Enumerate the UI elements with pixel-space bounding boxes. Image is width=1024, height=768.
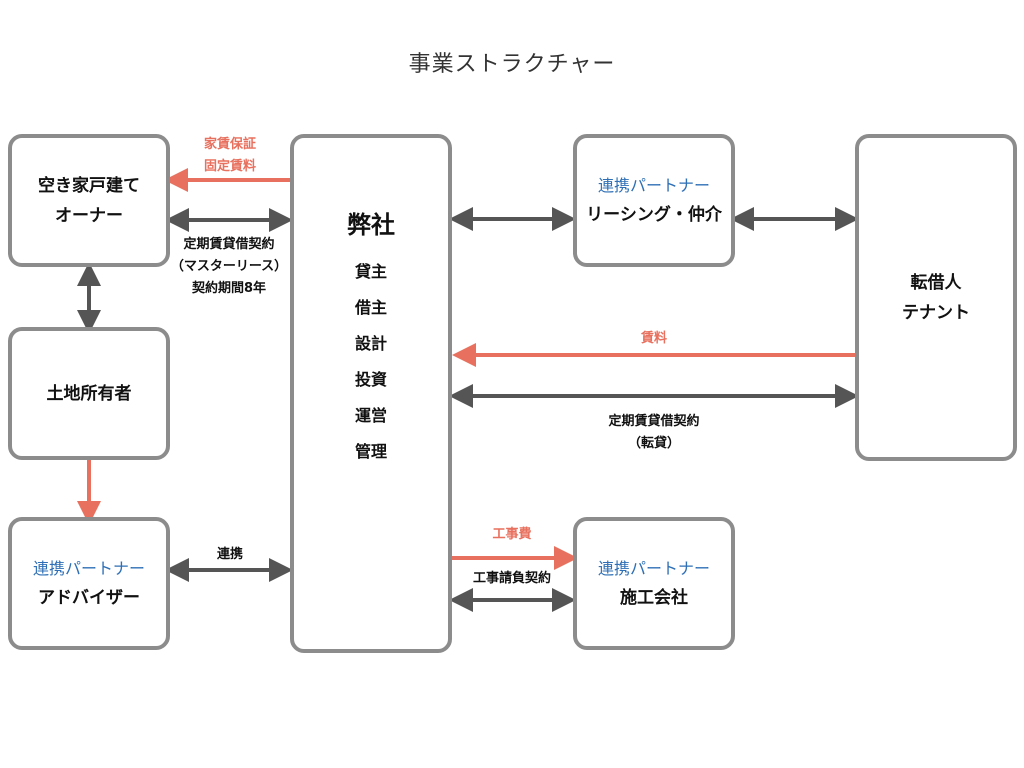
owner-node: 空き家戸建て オーナー	[8, 134, 170, 267]
company-role: 投資	[354, 370, 387, 389]
advisor-node: 連携パートナー アドバイザー	[8, 517, 170, 650]
rent-guarantee-label: 家賃保証 固定賃料	[180, 134, 280, 178]
rent-guarantee-line1: 家賃保証	[203, 137, 256, 152]
construction-partner-tag: 連携パートナー	[597, 558, 710, 578]
owner-label-line2: オーナー	[55, 205, 123, 226]
construction-cost-label: 工事費	[492, 527, 532, 542]
sublease-line2: （転貸）	[627, 436, 680, 451]
master-lease-line1: 定期賃貸借契約	[183, 237, 275, 252]
partnership-label: 連携	[216, 547, 243, 562]
advisor-partner-tag: 連携パートナー	[32, 558, 145, 578]
company-node: 弊社 貸主 借主 設計 投資 運営 管理	[290, 134, 452, 653]
company-name: 弊社	[347, 211, 395, 239]
company-role: 管理	[354, 442, 387, 461]
master-lease-label: 定期賃貸借契約 （マスターリース） 契約期間8年	[162, 234, 296, 300]
rent-label: 賃料	[640, 331, 667, 346]
sublease-line1: 定期賃貸借契約	[608, 414, 700, 429]
tenant-label-line2: テナント	[902, 302, 970, 323]
construction-contract-label: 工事請負契約	[472, 571, 551, 586]
tenant-node: 転借人 テナント	[855, 134, 1017, 461]
company-role: 運営	[354, 406, 387, 425]
master-lease-line2: （マスターリース）	[170, 259, 288, 274]
master-lease-line3: 契約期間8年	[191, 281, 267, 296]
company-role: 設計	[354, 334, 387, 353]
construction-node: 連携パートナー 施工会社	[573, 517, 735, 650]
leasing-node: 連携パートナー リーシング・仲介	[573, 134, 735, 267]
owner-label-line1: 空き家戸建て	[38, 175, 140, 196]
rent-guarantee-line2: 固定賃料	[203, 159, 256, 174]
company-role: 貸主	[354, 262, 387, 281]
sublease-label: 定期賃貸借契約 （転貸）	[584, 411, 724, 455]
landowner-node: 土地所有者	[8, 327, 170, 460]
leasing-label: リーシング・仲介	[586, 204, 722, 225]
landowner-label: 土地所有者	[46, 383, 132, 404]
diagram-title: 事業ストラクチャー	[408, 52, 616, 77]
leasing-partner-tag: 連携パートナー	[597, 175, 710, 195]
company-role: 借主	[354, 298, 387, 317]
advisor-label: アドバイザー	[38, 587, 140, 608]
construction-label: 施工会社	[620, 587, 688, 608]
tenant-label-line1: 転借人	[910, 272, 962, 293]
